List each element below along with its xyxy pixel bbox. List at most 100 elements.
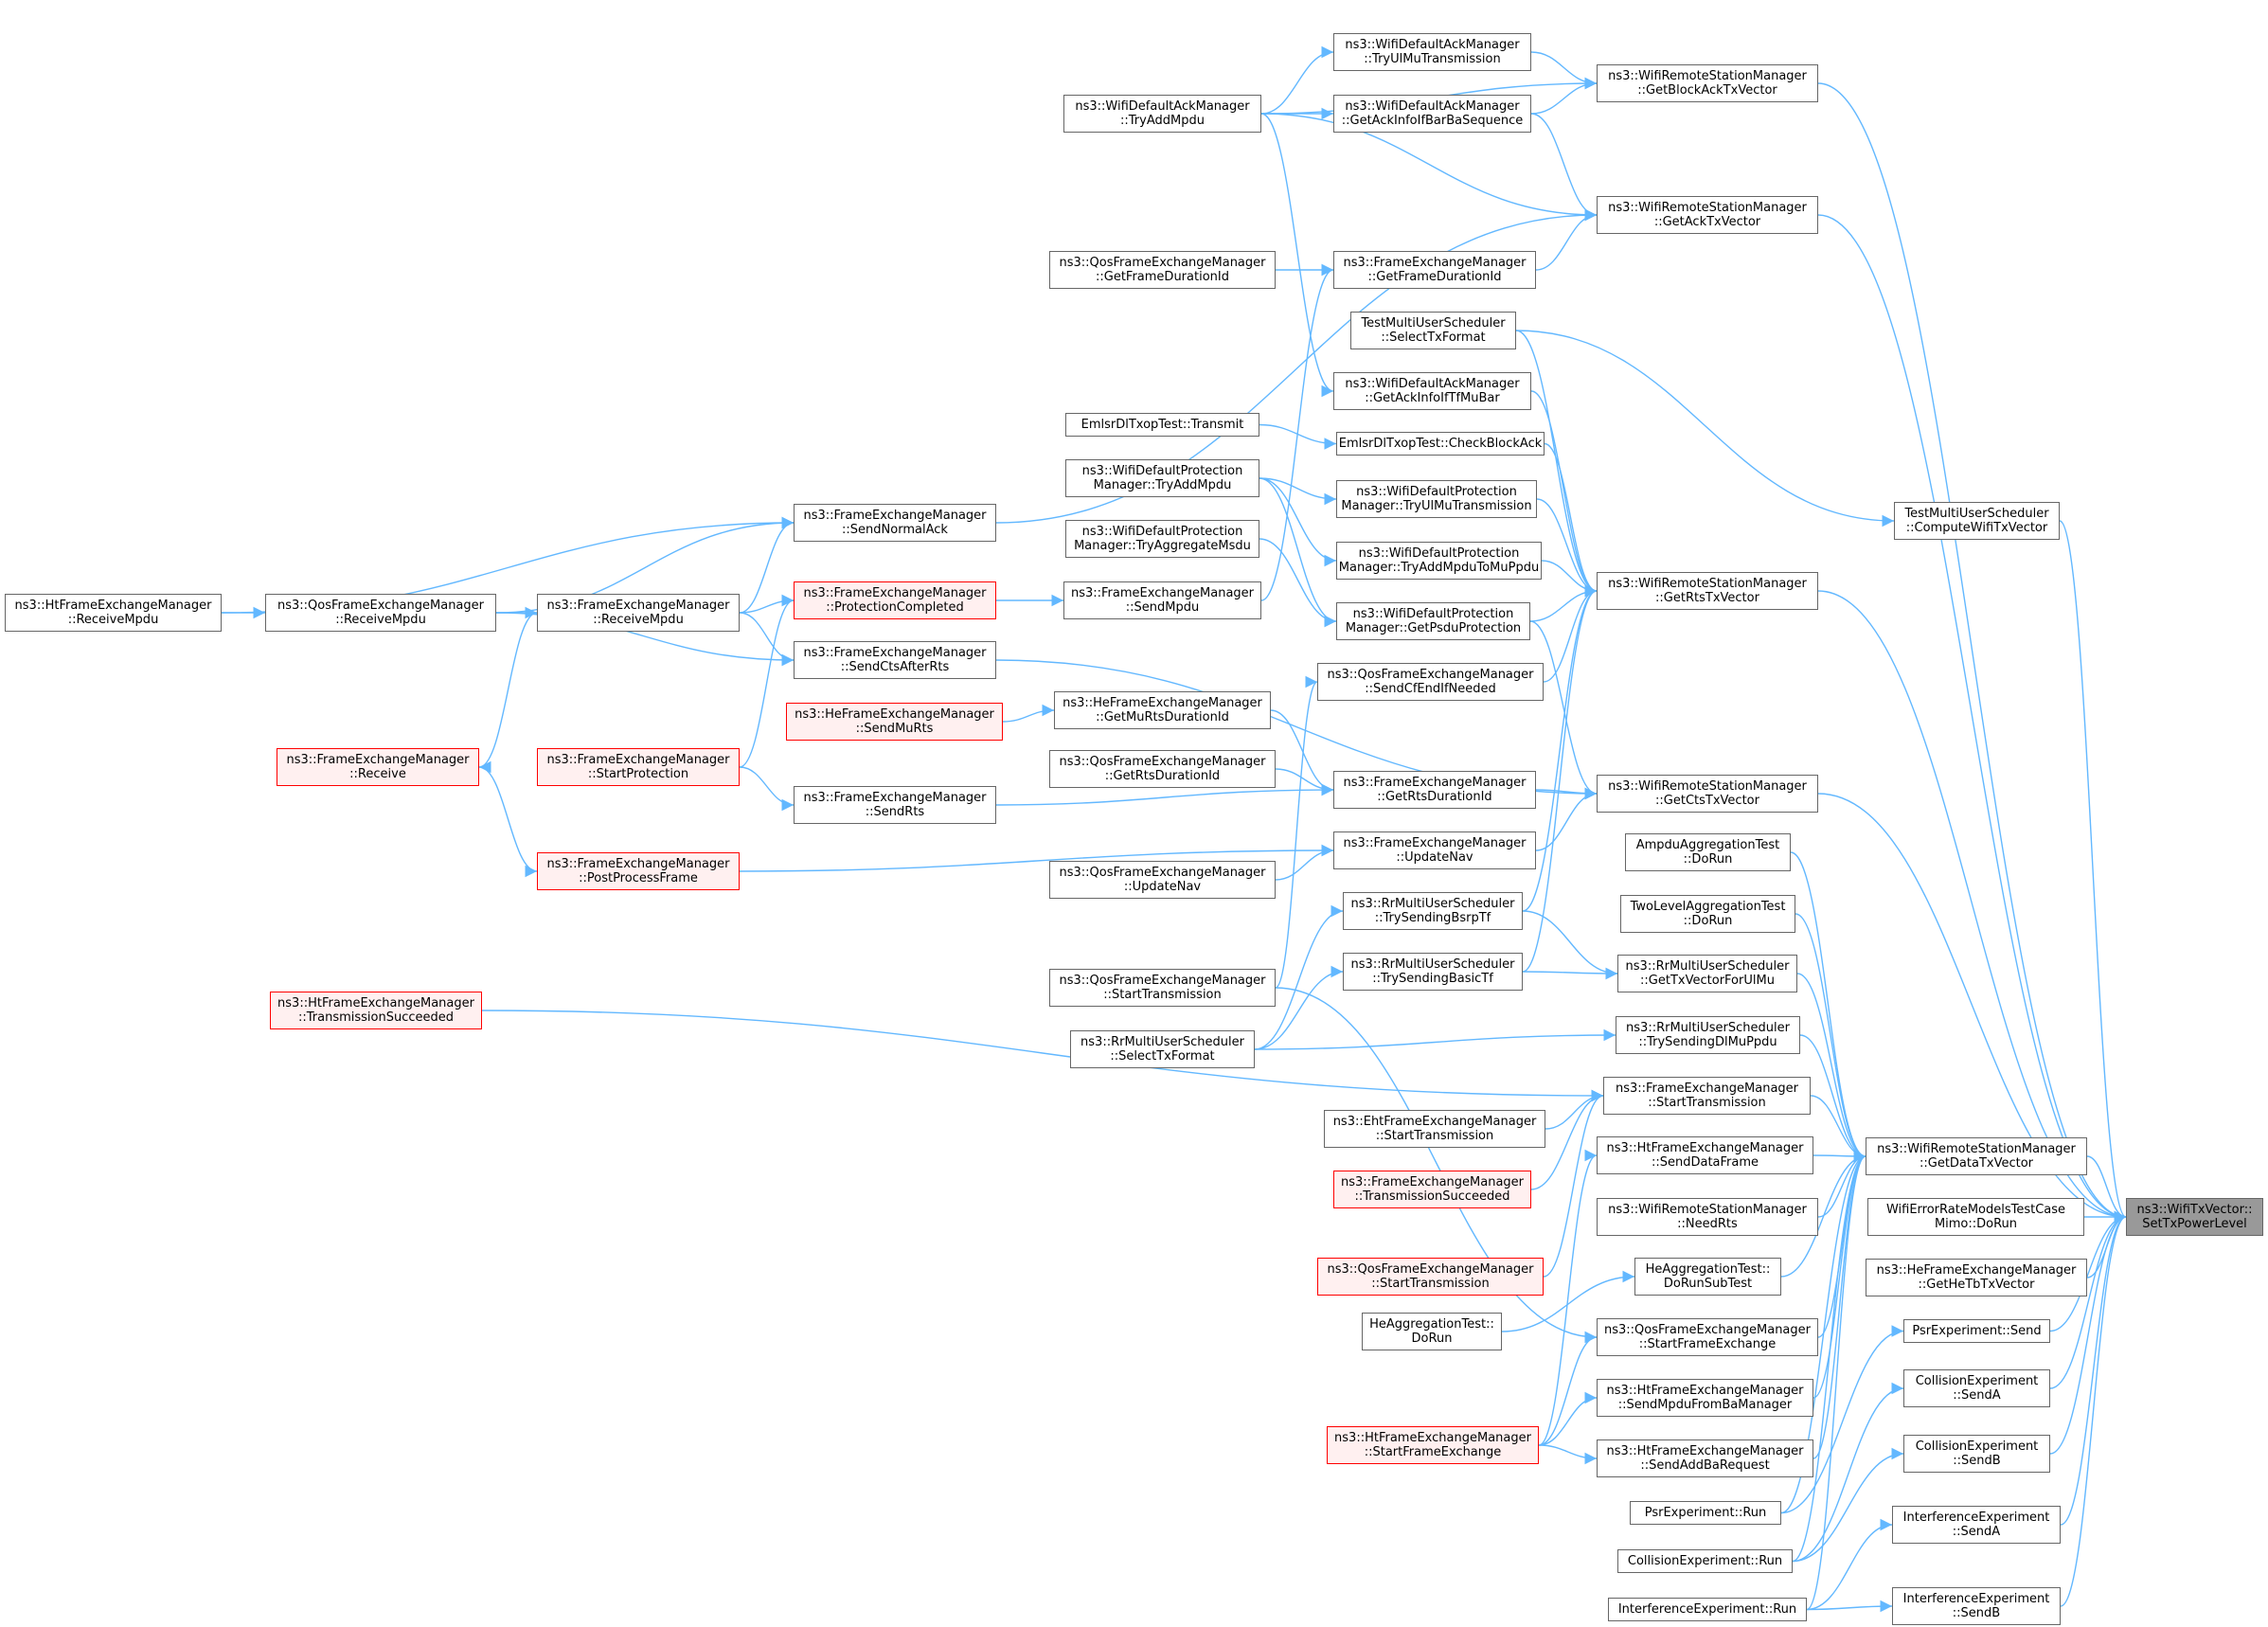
edge-wrsm_gctv-dpm_gpp	[1529, 620, 1598, 800]
node-fem-sendnormalack[interactable]: ns3::FrameExchangeManager::SendNormalAck	[794, 504, 996, 542]
edge-wrsm_grtv-daam_gaitf	[1530, 390, 1598, 598]
node-ht-transmissionsucceeded[interactable]: ns3::HtFrameExchangeManager::Transmissio…	[270, 992, 482, 1029]
edge-rr_gtvfum-rr_tsbt	[1522, 910, 1618, 980]
node-fem-transmissionsucceeded[interactable]: ns3::FrameExchangeManager::TransmissionS…	[1333, 1171, 1531, 1208]
edge-fem_gfd-fem_smpdu	[1260, 263, 1334, 601]
edge-wrsm_grtv-dpm_tumt	[1536, 498, 1598, 598]
node-interference-sendb[interactable]: InterferenceExperiment::SendB	[1892, 1587, 2061, 1625]
node-psr-send[interactable]: PsrExperiment::Send	[1903, 1319, 2050, 1343]
edge-wrsm_grtv-qos_scen	[1543, 584, 1598, 683]
edge-intf_sendb-intf_run	[1806, 1600, 1893, 1613]
node-wrsm-getblockacktxvector[interactable]: ns3::WifiRemoteStationManager::GetBlockA…	[1597, 64, 1818, 102]
node-interference-senda[interactable]: InterferenceExperiment::SendA	[1892, 1506, 2061, 1544]
node-qos-updatenav[interactable]: ns3::QosFrameExchangeManager::UpdateNav	[1049, 861, 1276, 899]
edge-wrsm_gatv-fem_sna	[995, 208, 1598, 524]
node-fem-sendctsafterrts[interactable]: ns3::FrameExchangeManager::SendCtsAfterR…	[794, 641, 996, 679]
node-tmus-computewifitxvector[interactable]: TestMultiUserScheduler::ComputeWifiTxVec…	[1894, 502, 2060, 540]
node-emlsr-checkblockack[interactable]: EmlsrDlTxopTest::CheckBlockAck	[1336, 432, 1545, 456]
edge-fem_grd-fem_srts	[995, 783, 1334, 806]
node-collision-run[interactable]: CollisionExperiment::Run	[1617, 1549, 1793, 1573]
node-qos-starttransmission[interactable]: ns3::QosFrameExchangeManager::StartTrans…	[1049, 969, 1276, 1007]
node-he-dorun[interactable]: HeAggregationTest::DoRun	[1362, 1313, 1502, 1350]
edge-wrsm_grtv-dpm_gpp	[1529, 584, 1598, 622]
node-wrsm-getdatatxvector[interactable]: ns3::WifiRemoteStationManager::GetDataTx…	[1866, 1137, 2087, 1175]
edge-wrsm_grtv-rr_tsbt	[1522, 584, 1598, 912]
node-qos-sendcfendifneeded[interactable]: ns3::QosFrameExchangeManager::SendCfEndI…	[1317, 663, 1544, 701]
node-daam-getackinfoifbarbasequence[interactable]: ns3::WifiDefaultAckManager::GetAckInfoIf…	[1333, 95, 1531, 133]
node-qos-startframeexchange[interactable]: ns3::QosFrameExchangeManager::StartFrame…	[1597, 1318, 1818, 1356]
node-fem-postprocessframe[interactable]: ns3::FrameExchangeManager::PostProcessFr…	[537, 852, 740, 890]
node-qos-starttransmission-red[interactable]: ns3::QosFrameExchangeManager::StartTrans…	[1317, 1258, 1544, 1296]
node-ht-receivempdu[interactable]: ns3::HtFrameExchangeManager::ReceiveMpdu	[5, 594, 222, 632]
node-qos-getrtsdurationid[interactable]: ns3::QosFrameExchangeManager::GetRtsDura…	[1049, 750, 1276, 788]
node-collision-senda[interactable]: CollisionExperiment::SendA	[1903, 1369, 2050, 1407]
node-daam-tryaddmpdu[interactable]: ns3::WifiDefaultAckManager::TryAddMpdu	[1063, 95, 1261, 133]
node-fem-getframedurationid[interactable]: ns3::FrameExchangeManager::GetFrameDurat…	[1333, 251, 1536, 289]
edge-emlsr_cba-emlsr_tx	[1259, 423, 1337, 450]
node-root-settxpowerlevel[interactable]: ns3::WifiTxVector::SetTxPowerLevel	[2126, 1198, 2263, 1236]
node-qos-getframedurationid[interactable]: ns3::QosFrameExchangeManager::GetFrameDu…	[1049, 251, 1276, 289]
node-daam-tryulmutransmission[interactable]: ns3::WifiDefaultAckManager::TryUlMuTrans…	[1333, 33, 1531, 71]
node-wrsm-getrtstxvector[interactable]: ns3::WifiRemoteStationManager::GetRtsTxV…	[1597, 572, 1818, 610]
edge-wrsm_gdtv-coll_run	[1792, 1150, 1866, 1563]
node-he-dorunsubtest[interactable]: HeAggregationTest::DoRunSubTest	[1634, 1258, 1781, 1296]
node-ht-senddataframe[interactable]: ns3::HtFrameExchangeManager::SendDataFra…	[1597, 1136, 1813, 1174]
edge-qos_sfe-ht_sfe	[1538, 1331, 1598, 1446]
node-ht-sendmpdufrombamanager[interactable]: ns3::HtFrameExchangeManager::SendMpduFro…	[1597, 1379, 1813, 1417]
node-ht-startframeexchange[interactable]: ns3::HtFrameExchangeManager::StartFrameE…	[1327, 1426, 1539, 1464]
node-qos-receivempdu[interactable]: ns3::QosFrameExchangeManager::ReceiveMpd…	[265, 594, 496, 632]
node-fem-receivempdu[interactable]: ns3::FrameExchangeManager::ReceiveMpdu	[537, 594, 740, 632]
node-rr-selecttxformat[interactable]: ns3::RrMultiUserScheduler::SelectTxForma…	[1070, 1030, 1255, 1068]
node-he-getmurtsdurationid[interactable]: ns3::HeFrameExchangeManager::GetMuRtsDur…	[1054, 691, 1271, 729]
node-psr-run[interactable]: PsrExperiment::Run	[1630, 1501, 1781, 1525]
node-fem-updatenav[interactable]: ns3::FrameExchangeManager::UpdateNav	[1333, 831, 1536, 869]
node-eht-starttransmission[interactable]: ns3::EhtFrameExchangeManager::StartTrans…	[1324, 1110, 1545, 1148]
edge-wrsm_gdtv-twolevel_dorun	[1795, 913, 1866, 1163]
node-fem-getrtsdurationid[interactable]: ns3::FrameExchangeManager::GetRtsDuratio…	[1333, 771, 1536, 809]
node-fem-receive[interactable]: ns3::FrameExchangeManager::Receive	[277, 748, 479, 786]
node-interference-run[interactable]: InterferenceExperiment::Run	[1608, 1598, 1807, 1621]
edge-root-coll_senda	[2049, 1210, 2127, 1389]
node-fem-protectioncompleted[interactable]: ns3::FrameExchangeManager::ProtectionCom…	[794, 581, 996, 619]
edge-tmus_cwtv-tmus_stf	[1515, 330, 1895, 527]
node-wrsm-getacktxvector[interactable]: ns3::WifiRemoteStationManager::GetAckTxV…	[1597, 196, 1818, 234]
node-emlsr-transmit[interactable]: EmlsrDlTxopTest::Transmit	[1065, 413, 1259, 437]
edge-wrsm_gatv-daam_gaib	[1530, 113, 1598, 222]
node-rr-trysendingdlmuppdu[interactable]: ns3::RrMultiUserScheduler::TrySendingDlM…	[1616, 1016, 1800, 1054]
edge-root-wrsm_gatv	[1817, 214, 2127, 1224]
node-he-sendmurts[interactable]: ns3::HeFrameExchangeManager::SendMuRts	[786, 703, 1003, 741]
node-wrsm-getctstxvector[interactable]: ns3::WifiRemoteStationManager::GetCtsTxV…	[1597, 775, 1818, 813]
node-rr-trysendingbasictf[interactable]: ns3::RrMultiUserScheduler::TrySendingBas…	[1343, 953, 1523, 991]
edge-root-wrsm_gctv	[1817, 793, 2127, 1224]
edge-root-coll_sendb	[2049, 1210, 2127, 1455]
node-daam-getackinfoiftfmubar[interactable]: ns3::WifiDefaultAckManager::GetAckInfoIf…	[1333, 372, 1531, 410]
edge-rr_tsbt-rr_stf	[1254, 904, 1344, 1050]
node-ampdu-dorun[interactable]: AmpduAggregationTest::DoRun	[1625, 833, 1791, 871]
edge-wrsm_gdtv-psr_run	[1780, 1150, 1866, 1514]
node-rr-trysendingbsrptf[interactable]: ns3::RrMultiUserScheduler::TrySendingBsr…	[1343, 892, 1523, 930]
edge-fem_sna-fem_rmp	[739, 516, 795, 614]
node-fem-sendmpdu[interactable]: ns3::FrameExchangeManager::SendMpdu	[1063, 581, 1261, 619]
edge-root-intf_senda	[2060, 1210, 2127, 1526]
node-fem-sendrts[interactable]: ns3::FrameExchangeManager::SendRts	[794, 786, 996, 824]
edge-fem_srts-fem_startprot	[739, 766, 795, 812]
edge-wrsm_gbatv-daam_tumt	[1530, 51, 1598, 90]
node-twolevel-dorun[interactable]: TwoLevelAggregationTest::DoRun	[1620, 895, 1795, 933]
edge-root-wrsm_grtv	[1817, 590, 2127, 1224]
node-ht-sendaddbarequest[interactable]: ns3::HtFrameExchangeManager::SendAddBaRe…	[1597, 1439, 1813, 1477]
node-fem-starttransmission[interactable]: ns3::FrameExchangeManager::StartTransmis…	[1603, 1077, 1811, 1115]
node-he-gethetbtxvector[interactable]: ns3::HeFrameExchangeManager::GetHeTbTxVe…	[1866, 1259, 2087, 1296]
node-collision-sendb[interactable]: CollisionExperiment::SendB	[1903, 1435, 2050, 1473]
edge-ht_smfbm-ht_sfe	[1538, 1391, 1598, 1446]
node-tmus-selecttxformat[interactable]: TestMultiUserScheduler::SelectTxFormat	[1350, 312, 1516, 349]
node-wrsm-needrts[interactable]: ns3::WifiRemoteStationManager::NeedRts	[1597, 1198, 1818, 1236]
node-rr-gettxvectorforulmu[interactable]: ns3::RrMultiUserScheduler::GetTxVectorFo…	[1617, 955, 1797, 992]
node-fem-startprotection[interactable]: ns3::FrameExchangeManager::StartProtecti…	[537, 748, 740, 786]
